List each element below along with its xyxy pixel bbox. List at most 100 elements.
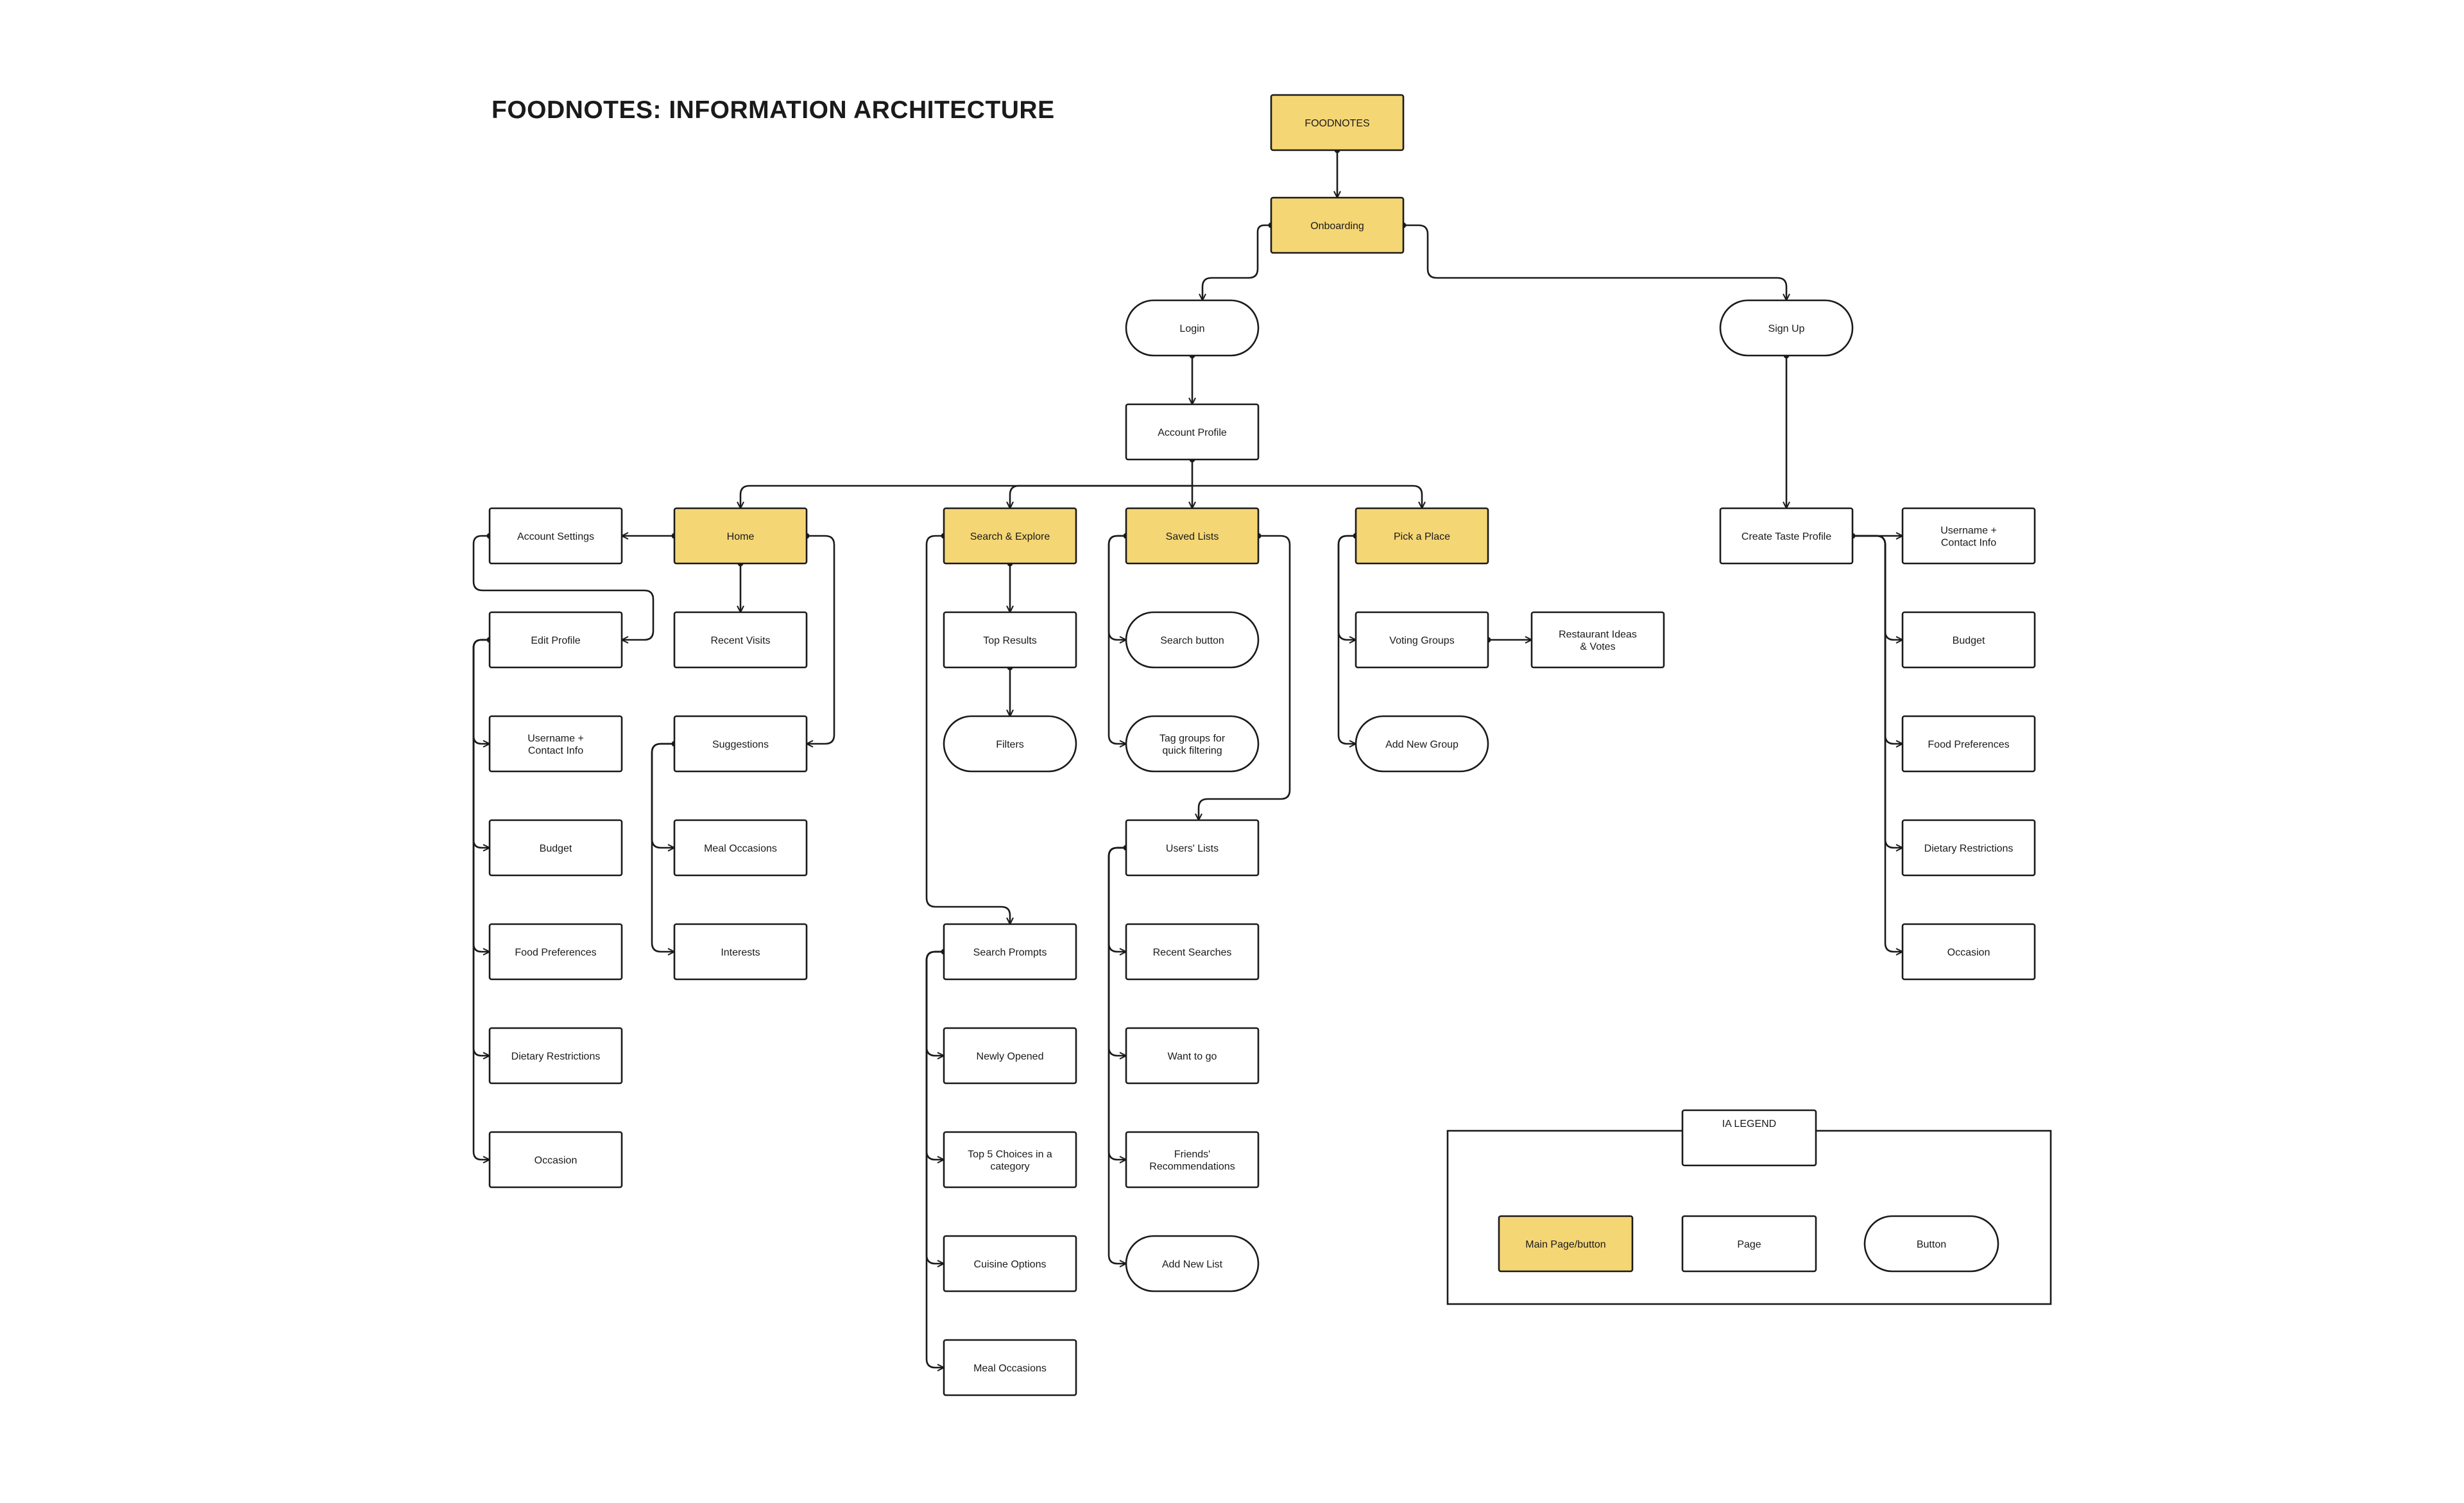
node-box-meal-occasions-home: [673, 819, 808, 877]
node-tp-food: Food Preferences: [1901, 715, 2036, 773]
node-box-ep-dietary: [488, 1027, 623, 1085]
connector-12: [472, 535, 654, 640]
node-label-cuisine-options: Cuisine Options: [974, 1259, 1047, 1270]
node-label-add-new-list: Add New List: [1162, 1259, 1223, 1270]
node-box-tp-dietary: [1901, 819, 2036, 877]
node-label-want-to-go: Want to go: [1168, 1051, 1217, 1062]
node-add-new-group: Add New Group: [1355, 715, 1489, 773]
node-legend-item-2: Button: [1863, 1215, 1999, 1273]
node-box-tp-budget: [1901, 611, 2036, 669]
node-friends-recs: Friends'Recommendations: [1125, 1131, 1260, 1189]
node-legend-title: IA LEGEND: [1681, 1109, 1817, 1167]
node-box-voting-groups: [1355, 611, 1489, 669]
connector-31: [1199, 535, 1291, 820]
node-box-pick-place: [1355, 507, 1489, 565]
node-box-ep-occasion: [488, 1131, 623, 1189]
node-label-tp-budget: Budget: [1953, 635, 1985, 646]
node-label-recent-visits: Recent Visits: [710, 635, 770, 646]
node-meal-occasions-search: Meal Occasions: [943, 1339, 1077, 1396]
node-label-meal-occasions-home: Meal Occasions: [704, 843, 777, 854]
node-account-profile: Account Profile: [1125, 403, 1260, 461]
node-label-top-results: Top Results: [983, 635, 1037, 646]
node-label-legend-item-1: Page: [1737, 1239, 1761, 1250]
node-box-search-explore: [943, 507, 1077, 565]
node-box-recent-visits: [673, 611, 808, 669]
node-search-button: Search button: [1125, 611, 1260, 669]
node-label-ep-budget: Budget: [540, 843, 572, 854]
node-box-tp-occasion: [1901, 923, 2036, 981]
connector-42: [1852, 535, 1903, 848]
node-label-tp-food: Food Preferences: [1928, 739, 2009, 750]
node-ep-dietary: Dietary Restrictions: [488, 1027, 623, 1085]
node-edit-profile: Edit Profile: [488, 611, 623, 669]
node-box-foodnotes: [1270, 94, 1405, 151]
connector-13: [472, 639, 490, 744]
node-search-prompts: Search Prompts: [943, 923, 1077, 981]
node-box-ep-budget: [488, 819, 623, 877]
node-label-newly-opened: Newly Opened: [977, 1051, 1044, 1062]
node-box-login: [1125, 299, 1260, 357]
node-add-new-list: Add New List: [1125, 1235, 1260, 1293]
node-box-friends-recs: [1125, 1131, 1260, 1189]
node-recent-visits: Recent Visits: [673, 611, 808, 669]
node-saved-lists: Saved Lists: [1125, 507, 1260, 565]
node-label-ep-food: Food Preferences: [515, 947, 596, 958]
connector-28: [925, 950, 944, 1368]
node-label-onboarding: Onboarding: [1310, 221, 1364, 232]
node-label-users-lists: Users' Lists: [1166, 843, 1219, 854]
connector-19: [807, 535, 835, 744]
connector-2: [1202, 224, 1271, 300]
node-filters: Filters: [943, 715, 1077, 773]
node-tp-dietary: Dietary Restrictions: [1901, 819, 2036, 877]
connector-35: [1108, 846, 1126, 1264]
node-cuisine-options: Cuisine Options: [943, 1235, 1077, 1293]
node-label-restaurant-ideas: Restaurant Ideas& Votes: [1559, 630, 1637, 653]
node-label-recent-searches: Recent Searches: [1153, 947, 1232, 958]
node-label-ep-occasion: Occasion: [535, 1155, 578, 1166]
connector-17: [472, 639, 490, 1160]
node-box-legend-item-1: [1681, 1215, 1817, 1273]
node-label-tp-dietary: Dietary Restrictions: [1924, 843, 2014, 854]
node-login: Login: [1125, 299, 1260, 357]
node-box-top-results: [943, 611, 1077, 669]
connector-32: [1108, 846, 1126, 952]
node-label-foodnotes: FOODNOTES: [1305, 118, 1369, 129]
connector-37: [1337, 535, 1356, 744]
node-ep-budget: Budget: [488, 819, 623, 877]
node-box-filters: [943, 715, 1077, 773]
node-label-friends-recs: Friends'Recommendations: [1149, 1149, 1235, 1172]
node-box-create-taste: [1719, 507, 1854, 565]
node-box-account-settings: [488, 507, 623, 565]
node-newly-opened: Newly Opened: [943, 1027, 1077, 1085]
connectors: [472, 147, 1903, 1368]
node-box-want-to-go: [1125, 1027, 1260, 1085]
node-box-legend-item-0: [1498, 1215, 1634, 1273]
node-users-lists: Users' Lists: [1125, 819, 1260, 877]
connector-40: [1852, 535, 1903, 640]
node-box-home: [673, 507, 808, 565]
node-box-tp-username: [1901, 507, 2036, 565]
connector-8: [1010, 485, 1192, 508]
node-box-meal-occasions-search: [943, 1339, 1077, 1396]
node-home: Home: [673, 507, 808, 565]
node-label-account-profile: Account Profile: [1158, 427, 1227, 438]
node-label-filters: Filters: [996, 739, 1024, 750]
node-label-account-settings: Account Settings: [517, 531, 594, 542]
node-box-users-lists: [1125, 819, 1260, 877]
node-suggestions: Suggestions: [673, 715, 808, 773]
node-box-ep-food: [488, 923, 623, 981]
connector-29: [1108, 535, 1126, 640]
node-top-results: Top Results: [943, 611, 1077, 669]
node-label-ep-dietary: Dietary Restrictions: [511, 1051, 601, 1062]
node-box-legend-item-2: [1863, 1215, 1999, 1273]
node-want-to-go: Want to go: [1125, 1027, 1260, 1085]
connector-36: [1337, 535, 1356, 640]
node-box-signup: [1719, 299, 1854, 357]
node-label-edit-profile: Edit Profile: [531, 635, 580, 646]
node-label-search-prompts: Search Prompts: [973, 947, 1047, 958]
connector-21: [651, 743, 674, 952]
node-label-tp-username: Username +Contact Info: [1940, 526, 1997, 549]
